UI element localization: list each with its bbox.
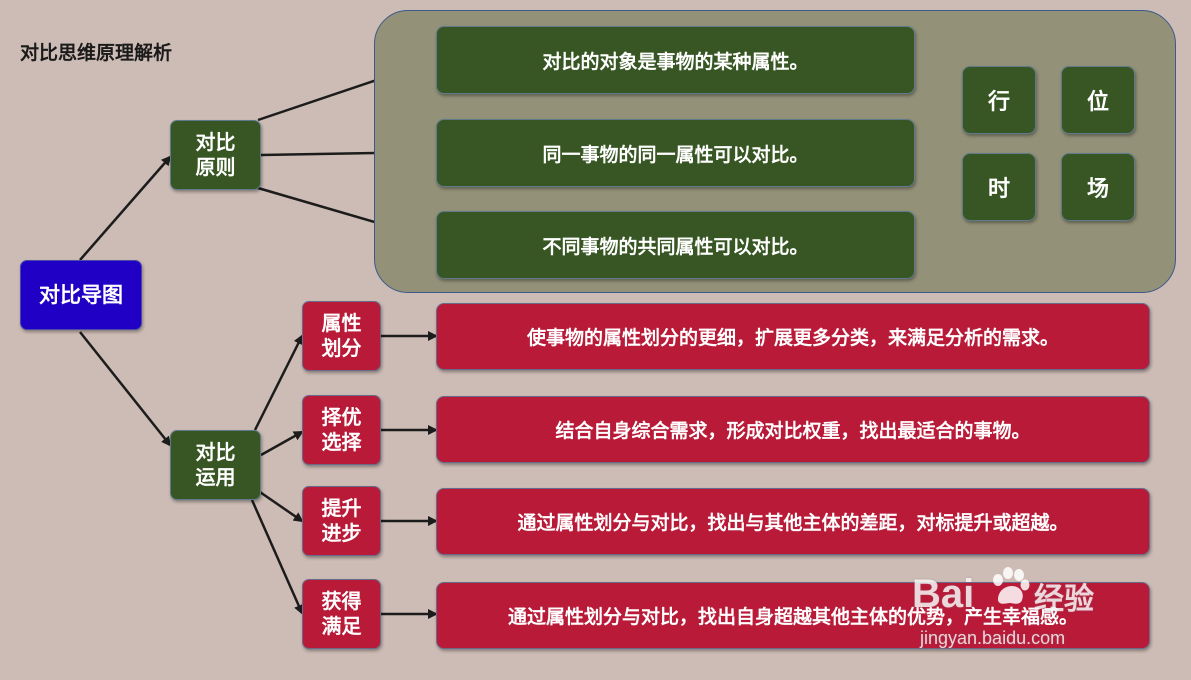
principle-tag: 场 <box>1061 153 1135 221</box>
arrow-root-to-application <box>79 331 172 447</box>
watermark-url: jingyan.baidu.com <box>920 628 1066 648</box>
arrow-application-to-sub-4 <box>250 499 304 615</box>
arrow-application-to-sub-1 <box>253 334 304 431</box>
principle-tag: 位 <box>1061 66 1135 134</box>
arrow-application-to-sub-2 <box>260 430 304 457</box>
principle-tag: 时 <box>962 153 1036 221</box>
application-description: 通过属性划分与对比，找出自身超越其他主体的优势，产生幸福感。 <box>436 582 1150 649</box>
watermark-suffix: 经验 <box>1034 582 1094 617</box>
principle-node: 对比 原则 <box>170 120 261 190</box>
diagram-title: 对比思维原理解析 <box>20 42 173 64</box>
root-node: 对比导图 <box>20 260 142 330</box>
principle-item: 同一事物的同一属性可以对比。 <box>436 119 915 187</box>
principle-item: 不同事物的共同属性可以对比。 <box>436 211 915 279</box>
application-description: 结合自身综合需求，形成对比权重，找出最适合的事物。 <box>436 396 1150 463</box>
baidu-watermark: Bai 经验 jingyan.baidu.com <box>912 566 1142 666</box>
principle-item: 对比的对象是事物的某种属性。 <box>436 26 915 94</box>
principle-tag: 行 <box>962 66 1036 134</box>
application-description: 通过属性划分与对比，找出与其他主体的差距，对标提升或超越。 <box>436 488 1150 555</box>
application-sub-node: 择优 选择 <box>302 395 381 465</box>
watermark-brand: Bai <box>912 572 975 616</box>
paw-icon <box>988 566 1032 610</box>
application-description: 使事物的属性划分的更细，扩展更多分类，来满足分析的需求。 <box>436 303 1150 370</box>
arrow-application-to-sub-3 <box>256 488 304 523</box>
application-sub-node: 提升 进步 <box>302 486 381 556</box>
application-sub-node: 获得 满足 <box>302 579 381 649</box>
arrow-root-to-principle <box>79 155 172 261</box>
application-node: 对比 运用 <box>170 430 261 500</box>
application-sub-node: 属性 划分 <box>302 301 381 371</box>
